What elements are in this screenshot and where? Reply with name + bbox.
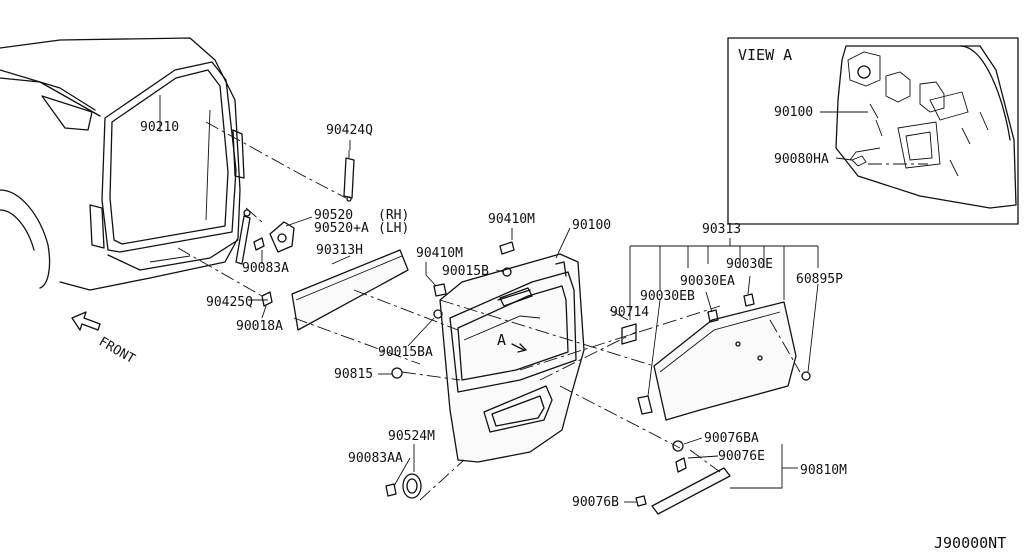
label-90018a: 90018A — [236, 319, 283, 334]
label-90313: 90313 — [702, 222, 741, 237]
label-90083aa: 90083AA — [348, 451, 403, 466]
gas-stay — [235, 150, 355, 265]
bolt-90018a — [261, 291, 273, 307]
view-a-marker-label: A — [497, 331, 506, 349]
label-90714: 90714 — [610, 305, 649, 320]
label-90076ba: 90076BA — [704, 431, 759, 446]
alignment-lines — [177, 121, 801, 501]
label-60895p: 60895P — [796, 272, 843, 287]
label-90100: 90100 — [572, 218, 611, 233]
part-labels: 90210 90424Q 90520 (RH) 90520+A (LH) 903… — [140, 120, 1006, 552]
view-a-label-90100: 90100 — [774, 105, 813, 120]
label-90810m: 90810M — [800, 463, 847, 478]
label-90076e: 90076E — [718, 449, 765, 464]
view-a-label-90080ha: 90080HA — [774, 152, 829, 167]
view-a-title: VIEW A — [738, 46, 792, 64]
label-90030ea: 90030EA — [680, 274, 735, 289]
label-90424q: 90424Q — [326, 123, 373, 138]
front-label: FRONT — [96, 334, 138, 367]
label-90520: 90520 — [314, 208, 353, 223]
leader-lines — [159, 95, 819, 503]
lock-assembly-90524m — [385, 473, 422, 499]
label-90520a-lh: (LH) — [378, 221, 409, 236]
label-90524m: 90524M — [388, 429, 435, 444]
trim-panel-90313h — [291, 249, 409, 331]
label-90210: 90210 — [140, 120, 179, 135]
label-90015ba: 90015BA — [378, 345, 433, 360]
diagram-id: J90000NT — [934, 534, 1006, 552]
bumper-stop-90815 — [391, 367, 403, 379]
label-90520-rh: (RH) — [378, 208, 409, 223]
label-90030e: 90030E — [726, 257, 773, 272]
front-direction-arrow: FRONT — [71, 311, 138, 367]
garnish-90810m — [635, 440, 731, 515]
label-90815: 90815 — [334, 367, 373, 382]
latch-component — [253, 221, 295, 253]
door-clips — [433, 241, 515, 319]
label-90410m-top: 90410M — [488, 212, 535, 227]
label-90076b: 90076B — [572, 495, 619, 510]
label-90520a: 90520+A — [314, 221, 369, 236]
label-90425q: 90425Q — [206, 295, 253, 310]
trim-panel-90313 — [637, 293, 811, 421]
view-a-marker: A — [497, 331, 527, 353]
label-90313h: 90313H — [316, 243, 363, 258]
van-body-drawing — [0, 37, 245, 291]
label-90030eb: 90030EB — [640, 289, 695, 304]
view-a-inset: VIEW A 90100 90080HA — [727, 37, 1019, 225]
label-90410m-left: 90410M — [416, 246, 463, 261]
label-90015b: 90015B — [442, 264, 489, 279]
label-90083a: 90083A — [242, 261, 289, 276]
back-door-panel — [439, 253, 585, 463]
pad-90714 — [621, 323, 637, 345]
